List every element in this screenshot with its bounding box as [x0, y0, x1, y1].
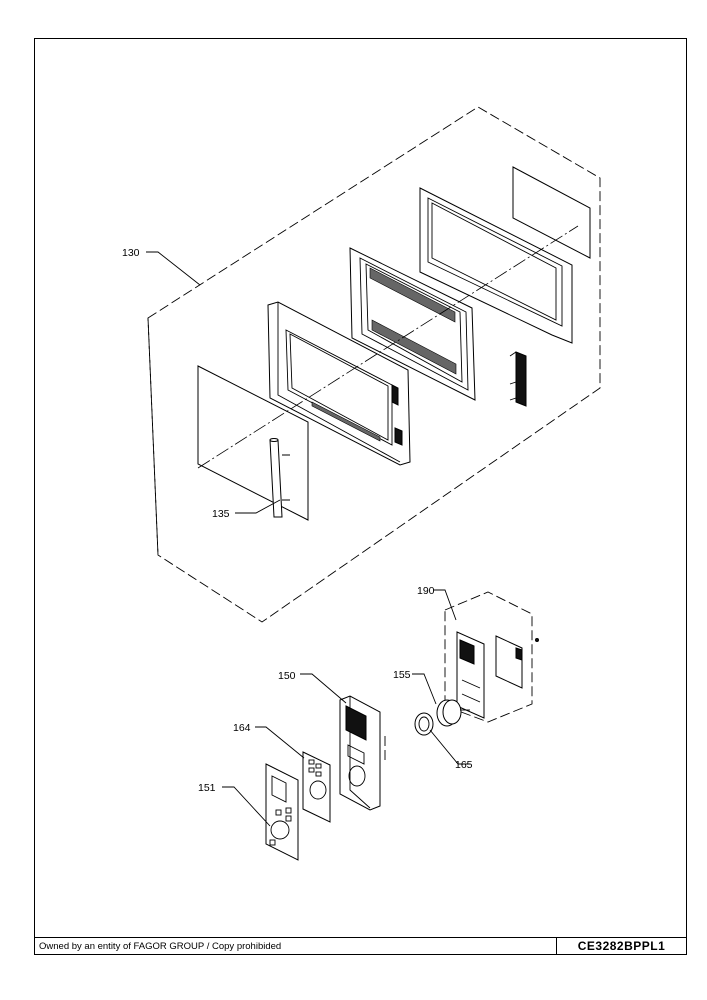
door-glass-outer-panel: [512, 166, 591, 259]
footer-drawing-code: CE3282BPPL1: [557, 937, 686, 955]
control-panel-housing: [339, 695, 381, 811]
door-assembly-boundary: [147, 106, 601, 623]
door-latch-hook: [509, 351, 527, 407]
keypad-membrane: [302, 751, 331, 823]
door-inner-frame: [349, 247, 476, 401]
door-handle: [269, 438, 290, 518]
callout-165: 165: [455, 759, 473, 771]
callout-130: 130: [122, 247, 140, 259]
control-panel-decal: [265, 763, 299, 861]
assembly-axis-line: [197, 225, 579, 469]
callout-150: 150: [278, 670, 296, 682]
footer-ownership-note: Owned by an entity of FAGOR GROUP / Copy…: [35, 937, 557, 955]
door-choke-frame: [419, 187, 573, 344]
callout-190: 190: [417, 585, 435, 597]
leader-lines: [146, 251, 470, 827]
knob-ring: [414, 712, 434, 736]
control-pcb: [456, 631, 539, 719]
drawing-sheet-border: [34, 38, 687, 955]
control-knob: [436, 699, 470, 727]
callout-135: 135: [212, 508, 230, 520]
callout-151: 151: [198, 782, 216, 794]
control-board-boundary: [444, 591, 533, 723]
callout-164: 164: [233, 722, 251, 734]
door-front-frame: [267, 301, 411, 466]
callout-155: 155: [393, 669, 411, 681]
